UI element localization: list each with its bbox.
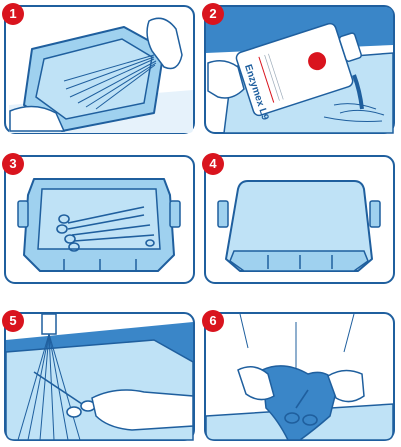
add-detergent-illustration: Enzymex L9 [204,5,395,134]
step-6-badge: 6 [202,310,224,332]
dry-instrument-illustration [204,312,395,441]
step-4-panel: 4 [204,155,395,284]
step-1-badge: 1 [2,3,24,25]
step-5-panel: 5 [4,312,195,441]
step-3-badge: 3 [2,153,24,175]
step-3-panel: 3 [4,155,195,284]
rinse-instrument-illustration [4,312,195,441]
step-5-badge: 5 [2,310,24,332]
step-1-panel: 1 [4,5,195,134]
immerse-instruments-illustration [4,155,195,284]
step-6-panel: 6 [204,312,395,441]
fill-tray-illustration [4,5,195,134]
tap [42,314,56,334]
step-2-badge: 2 [202,3,224,25]
step-4-badge: 4 [202,153,224,175]
hand [92,390,193,430]
cover-tray-illustration [204,155,395,284]
step-2-panel: 2 Enzymex L9 [204,5,395,134]
